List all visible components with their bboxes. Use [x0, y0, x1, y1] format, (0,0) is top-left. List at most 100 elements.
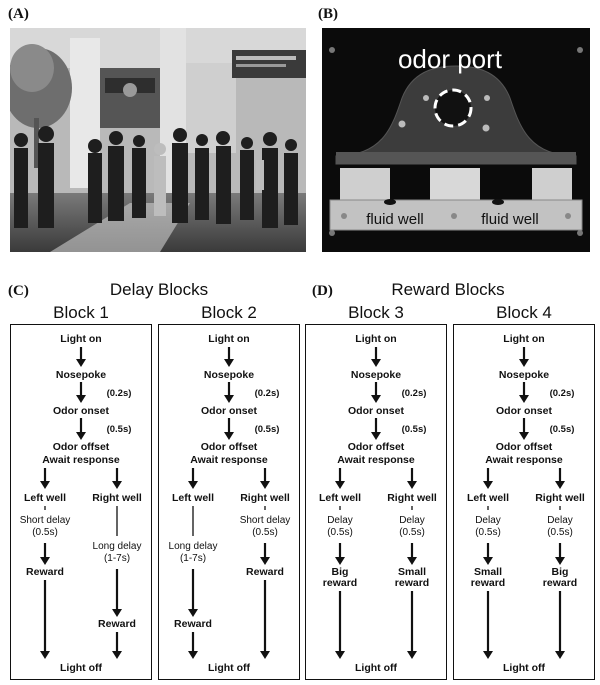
light-on-label: Light on — [60, 333, 101, 345]
await-response-label: Await response — [485, 454, 563, 466]
right-delay-label: Long delay — [93, 541, 142, 552]
await-response-label: Await response — [42, 454, 120, 466]
nosepoke-label: Nosepoke — [351, 369, 401, 381]
right-well-label: Right well — [240, 492, 290, 504]
left-well-label: Left well — [24, 492, 66, 504]
arrow-to-left-well — [483, 468, 493, 489]
odor-duration-label: (0.5s) — [402, 424, 427, 435]
crowd-photo-drawing — [10, 28, 306, 252]
left-arrow-to-reward — [40, 543, 50, 565]
arrow-to-nosepoke — [76, 347, 86, 367]
left-reward-label: Small — [474, 566, 502, 578]
arrow-to-nosepoke — [371, 347, 381, 367]
light-on-label: Light on — [355, 333, 396, 345]
left-reward-label: reward — [323, 577, 357, 589]
left-reward-label: Big — [332, 566, 349, 578]
right-delay-label: (0.5s) — [252, 527, 278, 538]
odor-onset-label: Odor onset — [53, 405, 110, 417]
left-arrow-to-reward — [483, 543, 493, 565]
left-well-label: Left well — [172, 492, 214, 504]
right-well-label: Right well — [387, 492, 437, 504]
left-delay-label: Short delay — [20, 515, 71, 526]
arrow-to-left-well — [188, 468, 198, 489]
odor-duration-label: (0.5s) — [107, 424, 132, 435]
nosepoke-delay-label: (0.2s) — [107, 388, 132, 399]
crowd-photo — [10, 28, 306, 252]
left-reward-label: Reward — [174, 618, 212, 630]
panel-d-letter: (D) — [312, 283, 333, 299]
left-arrow-to-light-off — [335, 591, 345, 659]
left-arrow-to-light-off — [483, 591, 493, 659]
panel-a-letter: (A) — [8, 6, 29, 22]
right-delay-label: (0.5s) — [399, 527, 425, 538]
right-reward-label: Reward — [98, 618, 136, 630]
left-arrow-to-light-off — [40, 580, 50, 659]
right-delay-label: Delay — [547, 515, 573, 526]
block-3-title: Block 3 — [348, 303, 404, 322]
right-arrow-to-reward — [555, 543, 565, 565]
odor-offset-label: Odor offset — [348, 441, 405, 453]
left-delay-label: (0.5s) — [327, 527, 353, 538]
light-off-label: Light off — [208, 662, 250, 674]
block-3-flowchart: Light on Nosepoke(0.2s) Odor onset (0.5s) Od… — [305, 324, 447, 680]
odor-offset-label: Odor offset — [201, 441, 258, 453]
odor-port-label: odor port — [398, 44, 503, 74]
right-arrow-to-light-off — [260, 580, 270, 659]
right-arrow-to-reward — [260, 543, 270, 565]
right-arrow-to-light-off — [112, 632, 122, 659]
left-arrow-to-reward — [188, 569, 198, 617]
left-delay-label: Long delay — [169, 541, 218, 552]
nosepoke-delay-label: (0.2s) — [550, 388, 575, 399]
nosepoke-delay-label: (0.2s) — [255, 388, 280, 399]
fluid-well-label-left: fluid well — [366, 211, 424, 228]
right-delay-label: (0.5s) — [547, 527, 573, 538]
left-delay-label: (0.5s) — [475, 527, 501, 538]
block-1-title: Block 1 — [53, 303, 109, 322]
left-arrow-to-reward — [335, 543, 345, 565]
nosepoke-delay-label: (0.2s) — [402, 388, 427, 399]
right-well-label: Right well — [92, 492, 142, 504]
reward-blocks-title: Reward Blocks — [391, 280, 505, 299]
left-well-label: Left well — [319, 492, 361, 504]
right-arrow-to-reward — [112, 569, 122, 617]
arrow-to-right-well — [407, 468, 417, 489]
odor-onset-label: Odor onset — [496, 405, 553, 417]
left-delay-label: Delay — [475, 515, 501, 526]
nosepoke-label: Nosepoke — [499, 369, 549, 381]
await-response-label: Await response — [337, 454, 415, 466]
arrow-to-odor-onset — [519, 382, 529, 403]
nosepoke-label: Nosepoke — [204, 369, 254, 381]
odor-onset-label: Odor onset — [201, 405, 258, 417]
right-reward-label: Big — [552, 566, 569, 578]
odor-duration-label: (0.5s) — [550, 424, 575, 435]
odor-offset-label: Odor offset — [496, 441, 553, 453]
right-reward-label: Reward — [246, 566, 284, 578]
right-delay-label: (1-7s) — [104, 553, 130, 564]
block-1-flowchart: Light on Nosepoke(0.2s) Odor onset (0.5s) Od… — [10, 324, 152, 680]
odor-offset-label: Odor offset — [53, 441, 110, 453]
block-2-flowchart: Light on Nosepoke(0.2s) Odor onset (0.5s) Od… — [158, 324, 300, 680]
fluid-well-label-right: fluid well — [481, 211, 539, 228]
panel-b-letter: (B) — [318, 6, 338, 22]
light-off-label: Light off — [503, 662, 545, 674]
await-response-label: Await response — [190, 454, 268, 466]
arrow-to-left-well — [335, 468, 345, 489]
arrow-to-odor-onset — [76, 382, 86, 403]
left-delay-label: Delay — [327, 515, 353, 526]
arrow-to-odor-onset — [224, 382, 234, 403]
right-reward-label: Small — [398, 566, 426, 578]
block-4-title: Block 4 — [496, 303, 552, 322]
right-reward-label: reward — [395, 577, 429, 589]
panel-c-letter: (C) — [8, 283, 29, 299]
right-arrow-to-light-off — [555, 591, 565, 659]
nosepoke-label: Nosepoke — [56, 369, 106, 381]
light-on-label: Light on — [208, 333, 249, 345]
apparatus-photo: odor port fluid well fluid well — [322, 28, 590, 252]
light-on-label: Light on — [503, 333, 544, 345]
odor-onset-label: Odor onset — [348, 405, 405, 417]
block-2-title: Block 2 — [201, 303, 257, 322]
light-off-label: Light off — [60, 662, 102, 674]
arrow-to-odor-offset — [76, 418, 86, 440]
left-delay-label: (1-7s) — [180, 553, 206, 564]
left-delay-label: (0.5s) — [32, 527, 58, 538]
